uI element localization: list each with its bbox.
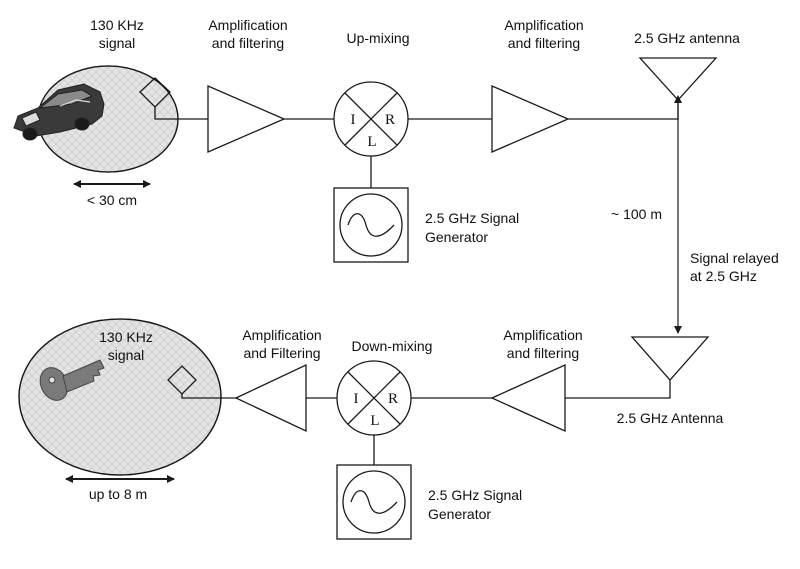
down-mixer-port-i: I xyxy=(354,391,359,407)
key-loop-antenna-icon xyxy=(167,365,236,399)
link-relay-label-line2: at 2.5 GHz xyxy=(690,268,757,284)
top-amp2-label-line2: and filtering xyxy=(508,35,580,51)
bottom-sine-wave-icon xyxy=(350,490,398,514)
top-antenna-icon xyxy=(638,57,718,101)
bottom-amplifier-1 xyxy=(234,363,307,433)
car-loop-antenna-icon xyxy=(139,77,208,120)
bottom-key-label-line1: 130 KHz xyxy=(99,329,153,345)
top-source-label-line1: 130 KHz xyxy=(90,17,144,33)
link-relay-label-line1: Signal relayed xyxy=(690,250,779,266)
top-amp2-label-line1: Amplification xyxy=(504,17,583,33)
top-amplifier-2 xyxy=(491,85,570,153)
top-generator-label-line1: 2.5 GHz Signal xyxy=(425,210,519,226)
bottom-amp2-label-line2: and filtering xyxy=(507,345,579,361)
bottom-generator-label-line2: Generator xyxy=(428,506,491,522)
car-icon xyxy=(13,83,105,141)
bottom-antenna-label: 2.5 GHz Antenna xyxy=(617,410,724,426)
top-amp1-label-line1: Amplification xyxy=(208,17,287,33)
bottom-antenna-icon xyxy=(630,336,710,381)
bottom-key-label-line2: signal xyxy=(108,347,145,363)
key-field-ellipse xyxy=(18,318,222,476)
bottom-generator-circle xyxy=(342,470,406,534)
bottom-amp1-label-line2: and Filtering xyxy=(243,345,320,361)
bottom-mixer-label: Down-mixing xyxy=(352,338,433,354)
up-mixer-port-r: R xyxy=(385,112,395,128)
bottom-amplifier-2 xyxy=(490,363,566,433)
top-generator-label-line2: Generator xyxy=(425,229,488,245)
top-sine-wave-icon xyxy=(347,213,395,237)
top-amplifier-1 xyxy=(207,85,286,153)
down-mixer-port-l: L xyxy=(370,413,379,429)
top-generator-circle xyxy=(339,193,403,257)
down-mixer-port-r: R xyxy=(388,391,398,407)
top-source-label-line2: signal xyxy=(99,35,136,51)
bottom-wire-amp2-antenna xyxy=(565,380,671,399)
top-generator-box xyxy=(333,187,409,263)
up-mixer-port-l: L xyxy=(367,134,376,150)
top-amp1-label-line2: and filtering xyxy=(212,35,284,51)
bottom-distance-label: up to 8 m xyxy=(89,486,147,502)
top-distance-label: < 30 cm xyxy=(87,192,137,208)
bottom-amp2-label-line1: Amplification xyxy=(503,327,582,343)
bottom-generator-box xyxy=(336,464,412,540)
top-wire-amp2-antenna xyxy=(568,100,679,120)
key-icon xyxy=(39,359,105,401)
bottom-amp1-label-line1: Amplification xyxy=(242,327,321,343)
up-mixer-port-i: I xyxy=(351,112,356,128)
top-antenna-label: 2.5 GHz antenna xyxy=(634,30,740,46)
link-distance-label: ~ 100 m xyxy=(611,206,662,222)
bottom-generator-label-line1: 2.5 GHz Signal xyxy=(428,487,522,503)
top-mixer-label: Up-mixing xyxy=(346,30,409,46)
